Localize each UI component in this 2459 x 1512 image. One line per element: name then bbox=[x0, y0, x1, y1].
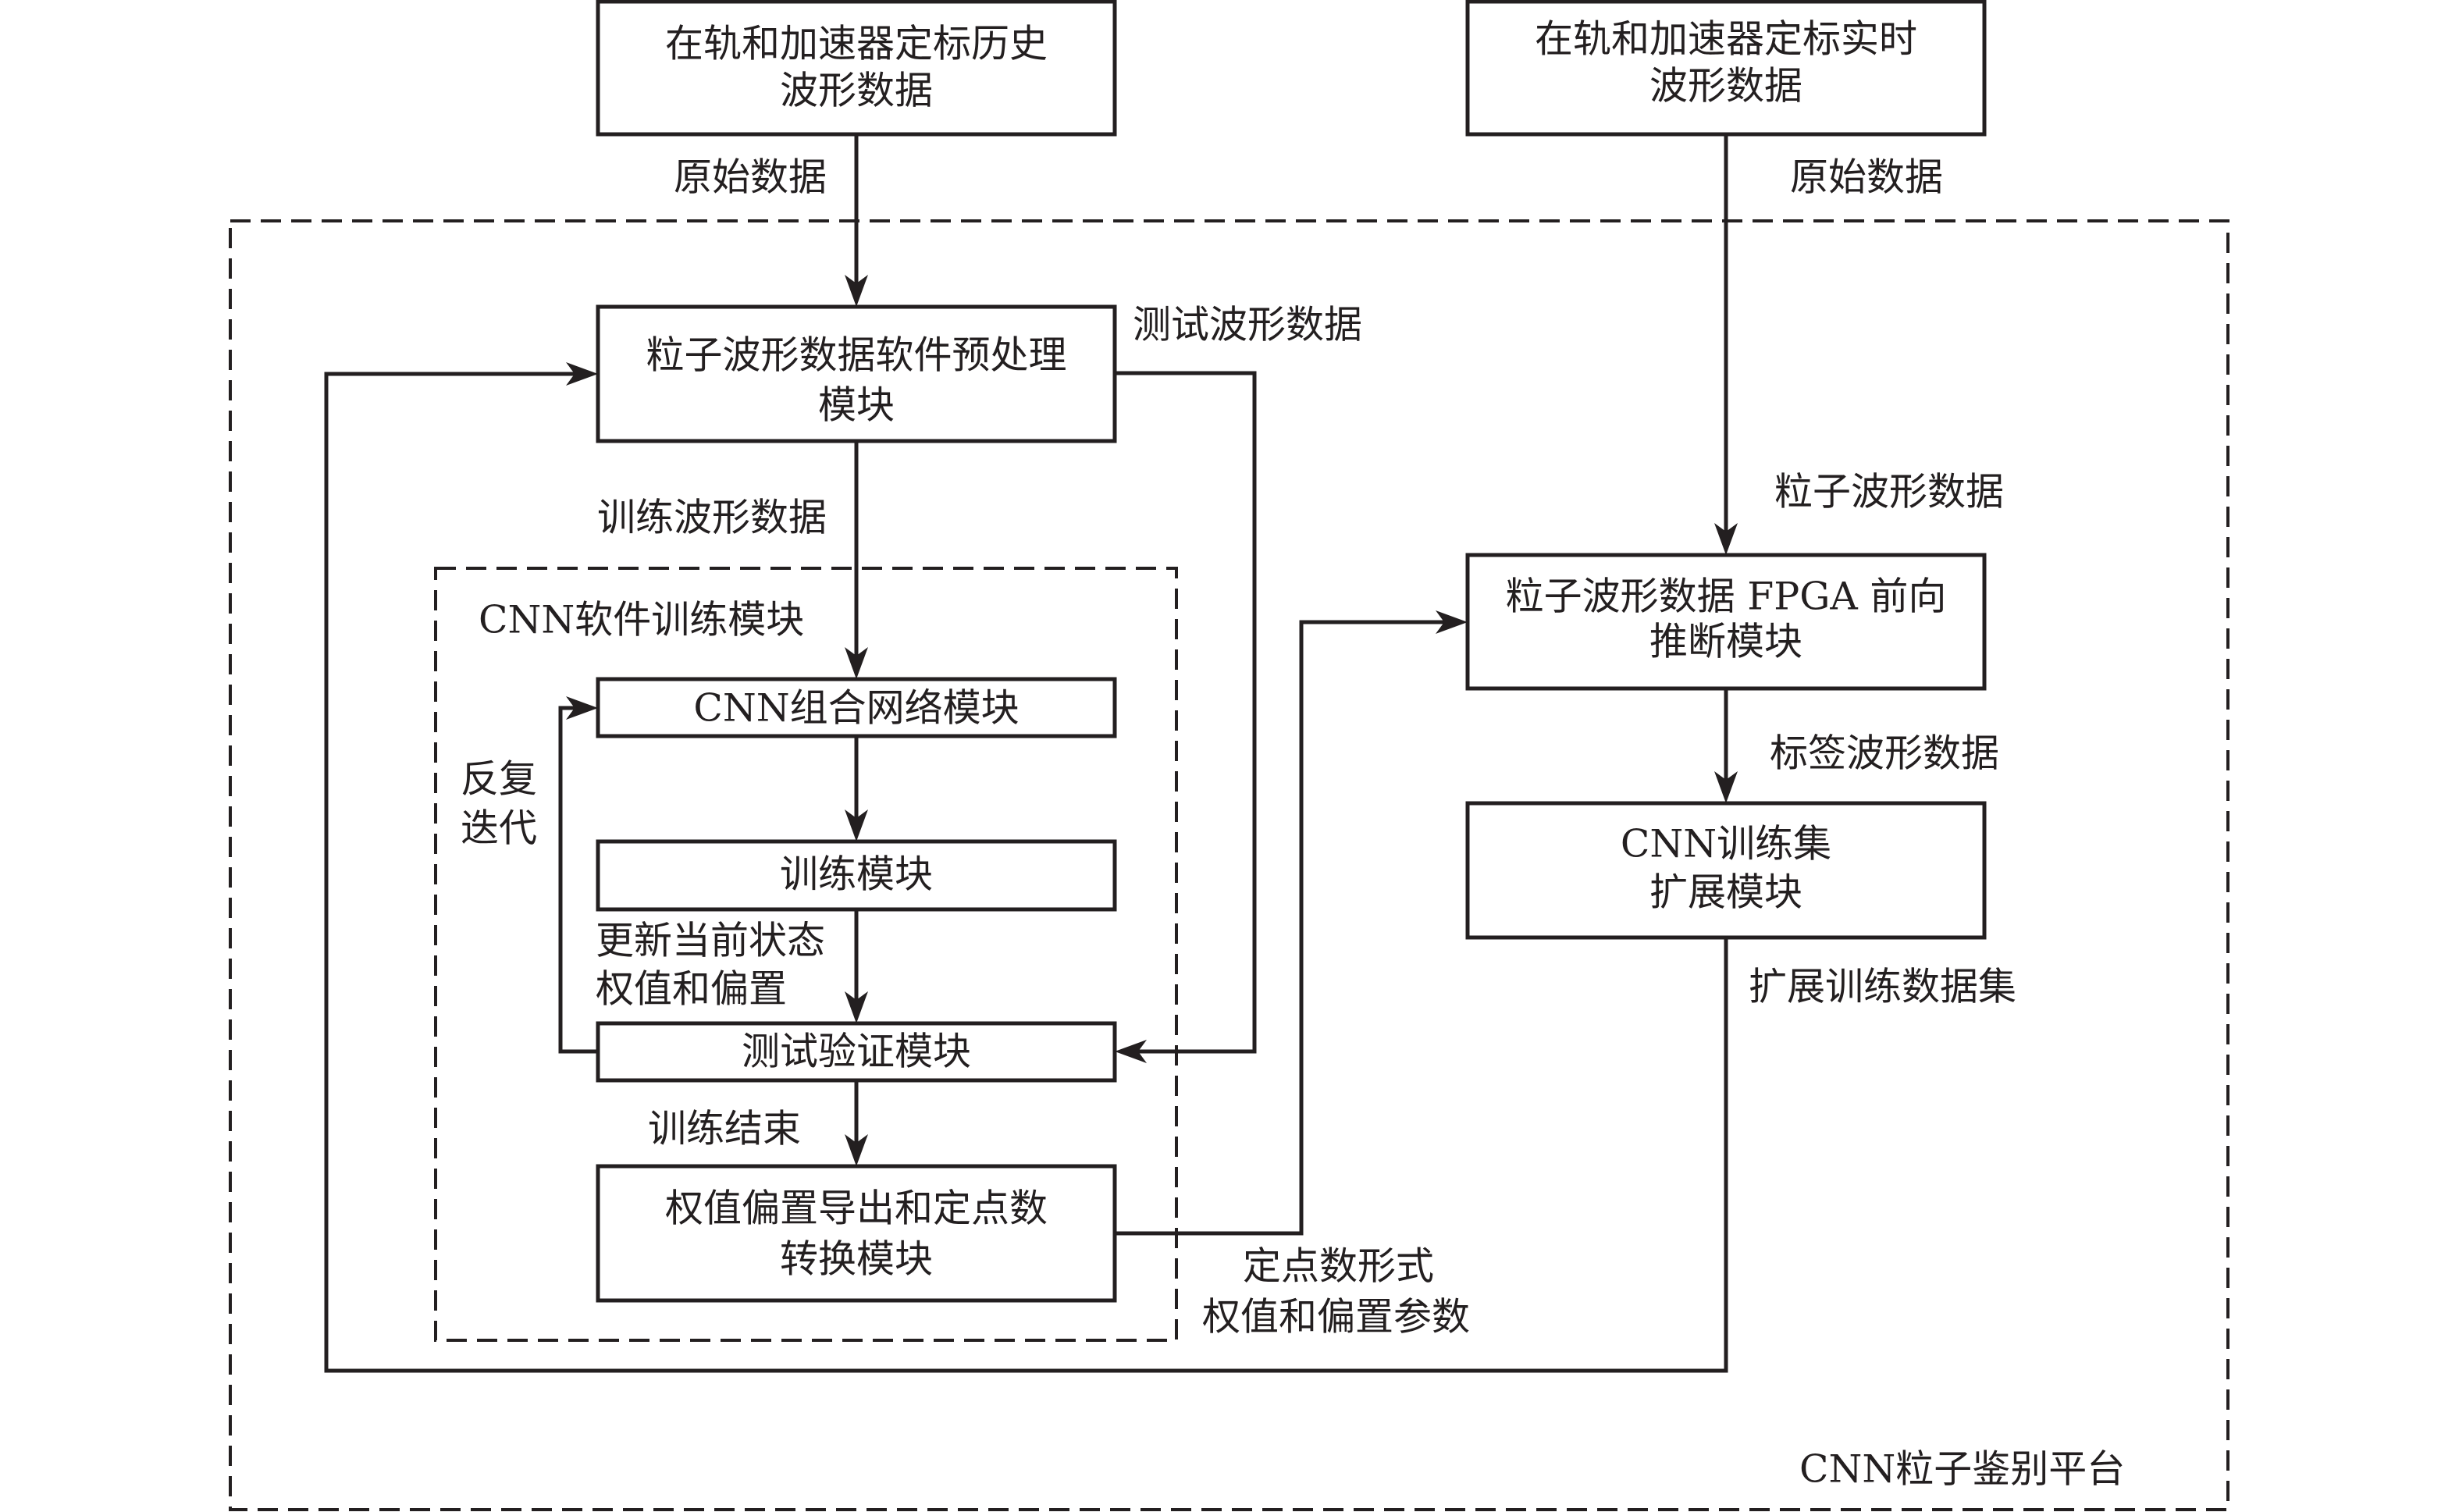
box-weight-export-frame bbox=[596, 1164, 1117, 1303]
box-training-frame bbox=[596, 839, 1117, 912]
edge-test-waveform bbox=[1115, 371, 1257, 1054]
label-test-waveform: 测试波形数据 bbox=[1133, 303, 1362, 347]
label-expanded-dataset: 扩展训练数据集 bbox=[1749, 965, 2016, 1009]
box-history-data-line1: 在轨和加速器定标历史 bbox=[665, 22, 1048, 66]
box-training: 训练模块 bbox=[596, 839, 1117, 912]
box-realtime-data-line2: 波形数据 bbox=[1649, 64, 1802, 109]
label-update-state-line1: 更新当前状态 bbox=[596, 919, 825, 963]
label-iterate-line1: 反复 bbox=[461, 757, 537, 802]
label-raw-data-right: 原始数据 bbox=[1790, 155, 1943, 200]
arrowheads bbox=[566, 275, 1738, 1166]
box-preprocess-line1: 粒子波形数据软件预处理 bbox=[646, 333, 1066, 378]
box-fpga-inference-line1: 粒子波形数据 FPGA 前向 bbox=[1506, 575, 1947, 619]
box-preprocess-line2: 模块 bbox=[818, 383, 895, 428]
label-iterate-line2: 迭代 bbox=[461, 806, 537, 851]
box-training-line1: 训练模块 bbox=[780, 852, 933, 897]
arrowhead-down-export bbox=[845, 1134, 868, 1166]
box-fpga-inference-line2: 推断模块 bbox=[1649, 620, 1802, 664]
box-cnn-network-frame bbox=[596, 677, 1117, 738]
label-train-end: 训练结束 bbox=[648, 1107, 801, 1151]
arrowhead-down-cnn bbox=[845, 647, 868, 679]
label-fixed-point-line2: 权值和偏置参数 bbox=[1202, 1295, 1470, 1339]
box-trainset-expand-line1: CNN训练集 bbox=[1621, 822, 1831, 866]
edge-iterate-loop bbox=[558, 706, 598, 1054]
box-preprocess: 粒子波形数据软件预处理 模块 bbox=[596, 304, 1117, 443]
box-preprocess-frame bbox=[596, 304, 1117, 443]
label-particle-waveform: 粒子波形数据 bbox=[1774, 470, 2004, 514]
arrowhead-right-preprocess bbox=[566, 362, 598, 386]
label-fixed-point-line1: 定点数形式 bbox=[1243, 1244, 1434, 1289]
arrowhead-down-training bbox=[845, 809, 868, 841]
edge-expanded-feedback bbox=[324, 372, 1728, 1373]
box-trainset-expand-line2: 扩展模块 bbox=[1649, 870, 1802, 915]
training-group-label: CNN软件训练模块 bbox=[479, 598, 804, 642]
box-test-validation: 测试验证模块 bbox=[596, 1021, 1117, 1083]
arrowhead-down-preprocess bbox=[845, 275, 868, 307]
box-cnn-network: CNN组合网络模块 bbox=[596, 677, 1117, 738]
box-cnn-network-line1: CNN组合网络模块 bbox=[693, 686, 1019, 731]
box-trainset-expand-frame bbox=[1465, 801, 1987, 940]
label-update-state-line2: 权值和偏置 bbox=[596, 967, 787, 1012]
arrowhead-down-test bbox=[845, 991, 868, 1023]
label-train-waveform: 训练波形数据 bbox=[597, 496, 827, 540]
box-realtime-data-line1: 在轨和加速器定标实时 bbox=[1535, 17, 1917, 62]
platform-label: CNN粒子鉴别平台 bbox=[1799, 1447, 2125, 1492]
box-realtime-data-frame bbox=[1465, 0, 1987, 137]
arrowhead-down-fpga bbox=[1714, 523, 1738, 555]
box-test-validation-frame bbox=[596, 1021, 1117, 1083]
box-test-validation-line1: 测试验证模块 bbox=[742, 1030, 971, 1074]
connectors bbox=[324, 134, 1728, 1373]
arrowhead-left-test bbox=[1115, 1040, 1147, 1063]
arrowhead-right-fpga bbox=[1436, 610, 1468, 634]
box-realtime-data: 在轨和加速器定标实时 波形数据 bbox=[1465, 0, 1987, 137]
arrowhead-down-trainset bbox=[1714, 771, 1738, 803]
box-trainset-expand: CNN训练集 扩展模块 bbox=[1465, 801, 1987, 940]
box-fpga-inference: 粒子波形数据 FPGA 前向 推断模块 bbox=[1465, 553, 1987, 691]
box-fpga-inference-frame bbox=[1465, 553, 1987, 691]
box-history-data-frame bbox=[596, 0, 1117, 137]
edge-export-to-fpga bbox=[1115, 620, 1449, 1236]
box-weight-export: 权值偏置导出和定点数 转换模块 bbox=[596, 1164, 1117, 1303]
box-history-data-line2: 波形数据 bbox=[780, 69, 933, 113]
label-raw-data-left: 原始数据 bbox=[674, 155, 827, 200]
box-weight-export-line2: 转换模块 bbox=[780, 1237, 933, 1282]
box-history-data: 在轨和加速器定标历史 波形数据 bbox=[596, 0, 1117, 137]
edge-labels: 原始数据 原始数据 测试波形数据 训练波形数据 反复 迭代 更新当前状态 权值和… bbox=[461, 155, 2016, 1339]
arrowhead-right-cnn bbox=[566, 696, 598, 720]
training-group-boundary bbox=[434, 567, 1178, 1342]
box-weight-export-line1: 权值偏置导出和定点数 bbox=[665, 1186, 1048, 1231]
label-labeled-waveform: 标签波形数据 bbox=[1770, 731, 1999, 776]
